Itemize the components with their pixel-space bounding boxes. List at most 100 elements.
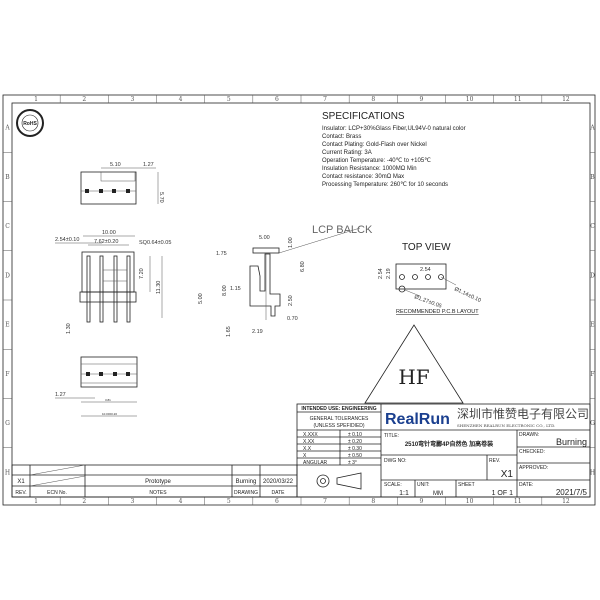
ruler-column-label: 1 — [34, 96, 38, 103]
tolerance-value: ± 0.20 — [348, 439, 362, 445]
spec-title: SPECIFICATIONS — [322, 111, 405, 122]
ruler-column-label: 12 — [562, 498, 570, 505]
dim-label: 5.00 — [259, 235, 270, 241]
dim-label: 2.54 — [378, 268, 384, 279]
dim-label: 1.30 — [66, 323, 72, 334]
connector-front-view: 10.00 7.62±0.20 2.54±0.10 SQ0.64±0.05 7.… — [55, 230, 171, 334]
company-brand: RealRun — [385, 411, 450, 428]
spec-line: Contact Plating: Gold-Flash over Nickel — [322, 142, 427, 148]
dim-label: 10.00±0.20 — [102, 412, 117, 416]
ruler-column-label: 9 — [420, 96, 424, 103]
approved-label: APPROVED: — [519, 465, 548, 471]
rev-cell: X1 — [17, 479, 25, 485]
dim-label: 0.70 — [287, 316, 298, 322]
specifications: SPECIFICATIONS Insulator: LCP+30%Glass F… — [322, 111, 466, 188]
tolerance-format: X.XX — [303, 439, 315, 445]
connector-top-view: 5.10 1.27 5.70 — [80, 162, 164, 205]
ruler-column-label: 10 — [466, 498, 474, 505]
ruler-row-label: A — [589, 125, 595, 132]
ruler-column-label: 8 — [371, 498, 375, 505]
projection-symbol-icon — [316, 472, 362, 490]
header-date: DATE — [272, 490, 286, 496]
ruler-row-label: F — [5, 371, 9, 378]
rev-label: REV. — [489, 458, 500, 464]
ruler-column-label: 7 — [323, 498, 327, 505]
ruler-column-label: 1 — [34, 498, 38, 505]
tolerance-format: ANGULAR — [303, 460, 328, 466]
title-value: 2510弯针弯酈4P自然色 加高卷装 — [405, 440, 493, 448]
ruler-column-label: 2 — [82, 498, 86, 505]
spec-line: Insulation Resistance: 1000MΩ Min — [322, 166, 417, 172]
ruler-row-label: H — [590, 469, 595, 476]
drawn-label: DRAWN: — [519, 432, 539, 438]
outer-frame — [2, 94, 596, 506]
date-cell: 2020/03/22 — [263, 479, 294, 485]
ruler-column-label: 4 — [179, 96, 183, 103]
header-rev: REV. — [15, 490, 26, 496]
dim-label: 5.00 — [198, 293, 204, 304]
company-name-cn: 深圳市惟赞电子有限公司 — [457, 406, 589, 421]
dim-label: SQ0.64±0.05 — [139, 240, 171, 246]
scale-label: SCALE: — [384, 482, 402, 488]
ruler-column-label: 6 — [275, 498, 279, 505]
ruler-row-label: C — [5, 223, 10, 230]
ruler-row-label: E — [590, 322, 594, 329]
ruler-column-label: 7 — [323, 96, 327, 103]
tolerance-format: X — [303, 453, 307, 459]
revision-block: X1 Prototype Burning 2020/03/22 REV. ECN… — [11, 464, 298, 498]
ruler-column-label: 4 — [179, 498, 183, 505]
ruler-row-label: A — [4, 125, 10, 132]
ruler-row-label: B — [5, 174, 10, 181]
spec-line: Current Rating: 3A — [322, 150, 372, 156]
connector-bottom-view: 1.27 3.81 10.00±0.20 — [55, 356, 138, 417]
ruler-column-label: 2 — [82, 96, 86, 103]
header-drawing: DRAWING — [234, 490, 258, 496]
ruler-column-label: 3 — [131, 498, 135, 505]
tolerance-value: ± 0.50 — [348, 453, 362, 459]
unit-value: MM — [433, 491, 443, 497]
dim-label: 6.80 — [300, 261, 306, 272]
drawing-cell: Burning — [236, 479, 257, 485]
ruler-row-label: F — [590, 371, 594, 378]
dim-label: 10.00 — [102, 230, 116, 236]
rohs-text: RoHS — [23, 121, 37, 127]
dim-label: 2.19 — [386, 268, 392, 279]
tolerance-format: X.X — [303, 446, 312, 452]
ruler-row-label: D — [5, 272, 10, 279]
ruler-column-label: 9 — [420, 498, 424, 505]
halogen-free-mark: HF — [364, 324, 464, 404]
dim-label: 5.70 — [158, 192, 164, 203]
ruler-column-label: 12 — [562, 96, 570, 103]
tolerances-sub: (UNLESS SPEFIDIED) — [313, 423, 364, 429]
ruler-column-label: 8 — [371, 96, 375, 103]
ruler-column-label: 6 — [275, 96, 279, 103]
dwg-label: DWG NO: — [384, 458, 407, 464]
ruler-column-label: 11 — [514, 96, 522, 103]
dim-label: 11.30 — [156, 281, 162, 294]
dim-label: Ø1.14±0.10 — [453, 286, 482, 304]
spec-line: Operation Temperature: -40℃ to +105℃ — [322, 158, 431, 164]
ruler-column-label: 5 — [227, 498, 231, 505]
dim-label: 1.15 — [230, 286, 241, 292]
notes-cell: Prototype — [145, 479, 171, 485]
header-notes: NOTES — [149, 490, 167, 496]
date-label: DATE: — [519, 482, 533, 488]
inner-frame — [11, 102, 591, 498]
rev-value: X1 — [501, 469, 514, 480]
dim-label: 1.00 — [288, 237, 294, 248]
title-label: TITLE: — [384, 433, 399, 439]
ruler-row-label: G — [5, 420, 10, 427]
ruler-column-label: 11 — [514, 498, 522, 505]
dim-label: 5.10 — [110, 162, 121, 168]
dim-label: 2.50 — [288, 295, 294, 306]
dim-label: 8.00 — [222, 285, 228, 296]
spec-line: Contact resistance: 30mΩ Max — [322, 174, 404, 180]
company-name-en: SHENZHEN REALRUN ELECTRONIC CO., LTD. — [457, 423, 555, 428]
sheet-label: SHEET — [458, 482, 475, 488]
dim-label: 2.19 — [252, 329, 263, 335]
dim-label: Ø1.27±0.05 — [413, 294, 442, 309]
dim-label: 3.81 — [105, 398, 111, 402]
pcb-caption: RECOMMENDED P.C.B LAYOUT — [396, 309, 479, 315]
